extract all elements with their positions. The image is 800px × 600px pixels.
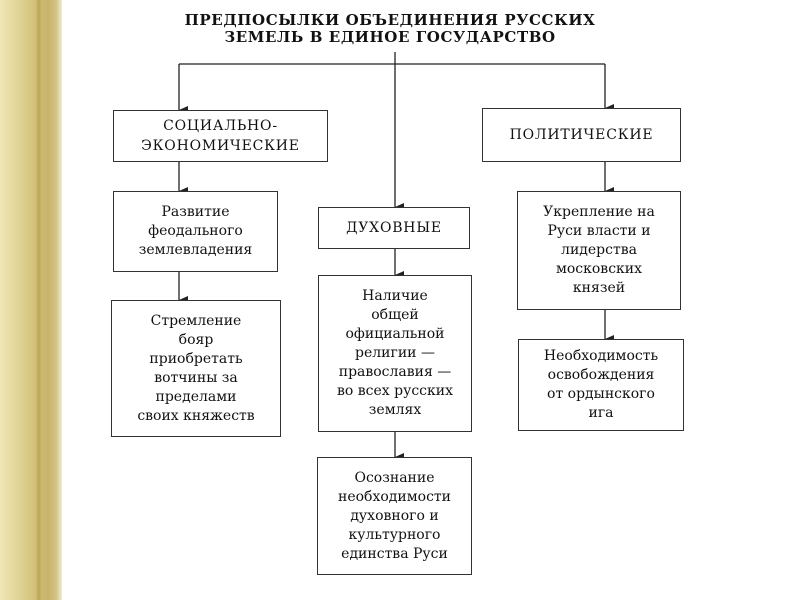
socio-economic-label-1: СОЦИАЛЬНО-	[163, 118, 278, 134]
title-line-2: ЗЕМЕЛЬ В ЕДИНОЕ ГОСУДАРСТВО	[224, 28, 556, 46]
title-line-1: ПРЕДПОСЫЛКИ ОБЪЕДИНЕНИЯ РУССКИХ	[184, 11, 596, 29]
political-item-1-line-2: Руси власти и	[547, 223, 651, 239]
spiritual-item-2: Осознание необходимости духовного и культур…	[317, 457, 472, 575]
spiritual-item-2-line-5: единства Руси	[341, 545, 448, 562]
category-political: ПОЛИТИЧЕСКИЕ	[482, 108, 681, 162]
socio-economic-item-2-line-4: вотчины за	[154, 369, 238, 386]
political-item-2-line-3: от ордынского	[547, 386, 655, 402]
spiritual-item-2-line-1: Осознание	[354, 469, 435, 486]
spiritual-item-2-line-3: духовного и	[350, 507, 439, 524]
spiritual-item-1-line-6: во всех русских	[337, 383, 453, 399]
socio-economic-item-2-line-2: бояр	[178, 331, 214, 348]
decorative-sidebar	[0, 0, 62, 600]
political-item-2: Необходимость освобождения от ордынского иг…	[518, 339, 684, 431]
socio-economic-item-1-line-1: Развитие	[161, 204, 230, 220]
category-spiritual: ДУХОВНЫЕ	[318, 207, 470, 249]
spiritual-item-1-line-2: общей	[371, 307, 419, 323]
political-item-2-line-4: ига	[588, 405, 614, 421]
socio-economic-item-2-line-3: приобретать	[149, 350, 243, 367]
socio-economic-item-2: Стремление бояр приобретать вотчины за преде…	[111, 300, 281, 437]
spiritual-item-1: Наличие общей официальной религии — правосла…	[318, 275, 472, 432]
political-item-2-line-1: Необходимость	[543, 348, 659, 364]
socio-economic-item-2-line-5: пределами	[155, 388, 237, 405]
diagram-title: ПРЕДПОСЫЛКИ ОБЪЕДИНЕНИЯ РУССКИХ ЗЕМЕЛЬ В…	[150, 12, 630, 46]
political-item-1: Укрепление на Руси власти и лидерства моско…	[517, 191, 681, 310]
political-item-2-line-2: освобождения	[547, 367, 655, 383]
sidebar-edge	[56, 0, 62, 600]
socio-economic-item-1-line-3: землевладения	[138, 242, 253, 258]
political-item-1-line-3: лидерства	[561, 242, 637, 258]
political-item-1-line-4: московских	[555, 261, 643, 277]
spiritual-item-1-line-4: религии —	[355, 345, 435, 361]
socio-economic-item-2-line-6: своих княжеств	[137, 407, 255, 424]
socio-economic-label-2: ЭКОНОМИЧЕСКИЕ	[141, 138, 300, 154]
category-socio-economic: СОЦИАЛЬНО- ЭКОНОМИЧЕСКИЕ	[113, 110, 328, 162]
spiritual-item-2-line-4: культурного	[348, 526, 441, 543]
socio-economic-item-2-line-1: Стремление	[150, 312, 242, 329]
political-item-1-line-1: Укрепление на	[543, 204, 655, 220]
spiritual-item-1-line-3: официальной	[345, 326, 445, 342]
spiritual-item-1-line-7: землях	[368, 402, 422, 418]
spiritual-item-2-line-2: необходимости	[338, 488, 451, 505]
sidebar-stripe	[36, 0, 42, 600]
spiritual-item-1-line-1: Наличие	[362, 288, 428, 304]
spiritual-item-1-line-5: православия —	[338, 364, 452, 380]
political-item-1-line-5: князей	[572, 280, 626, 296]
socio-economic-item-1-line-2: феодального	[148, 223, 243, 239]
socio-economic-item-1: Развитие феодального землевладения	[113, 191, 278, 272]
